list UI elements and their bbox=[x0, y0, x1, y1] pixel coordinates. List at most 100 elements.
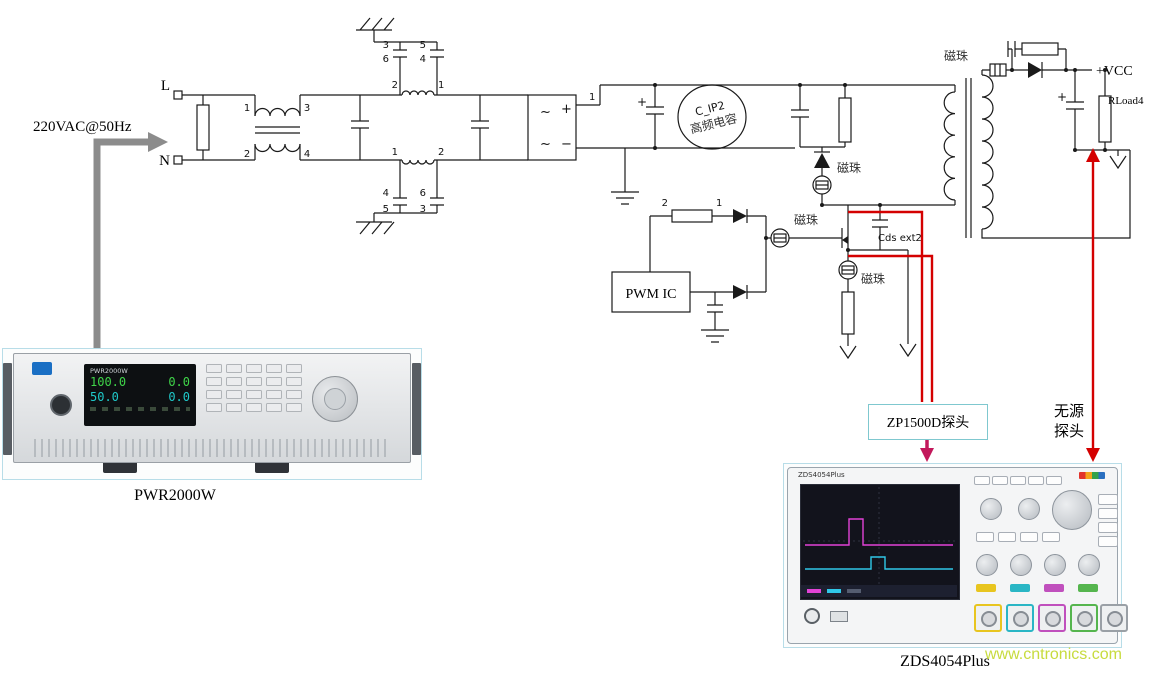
pin: 1 bbox=[392, 147, 398, 158]
scope-usb-port bbox=[830, 611, 848, 622]
scope-button bbox=[1020, 532, 1038, 542]
psu-photo: PWR2000W 100.0 0.0 50.0 0.0 bbox=[2, 348, 422, 480]
rload-label: RLoad4 bbox=[1108, 95, 1144, 107]
bridge-ac-symbol: ~ bbox=[540, 105, 551, 120]
source-network: 磁珠 bbox=[838, 249, 917, 360]
scope-ch1-button bbox=[976, 584, 996, 592]
psu-key bbox=[266, 364, 282, 373]
bead-label: 磁珠 bbox=[837, 160, 861, 175]
transformer bbox=[943, 69, 1131, 239]
x-cap-1 bbox=[351, 95, 369, 160]
psu-key bbox=[266, 403, 282, 412]
psu-handle-right bbox=[412, 363, 421, 455]
zp1500d-label-box: ZP1500D探头 bbox=[868, 404, 988, 440]
psu-key bbox=[206, 403, 222, 412]
psu-key bbox=[246, 403, 262, 412]
main-mosfet: Cds ext2 bbox=[841, 205, 922, 261]
psu-key bbox=[286, 390, 302, 399]
pin: 2 bbox=[392, 80, 398, 91]
psu-voltage-readout: 100.0 bbox=[90, 375, 127, 389]
scope-front-panel: ZDS4054Plus bbox=[787, 467, 1128, 644]
psu-key bbox=[226, 390, 242, 399]
pin: 2 bbox=[662, 198, 668, 209]
ac-source-arrow bbox=[93, 132, 168, 370]
probe-to-scope-arrow bbox=[920, 438, 934, 462]
scope-channel-knob bbox=[976, 554, 998, 576]
pin: 5 bbox=[383, 204, 389, 215]
psu-key bbox=[226, 403, 242, 412]
psu-foot bbox=[103, 463, 137, 473]
psu-key bbox=[246, 364, 262, 373]
pin: 6 bbox=[383, 54, 389, 65]
psu-current-readout: 0.0 bbox=[168, 375, 190, 389]
scope-button bbox=[1098, 522, 1118, 533]
passive-probe-wire bbox=[1086, 148, 1100, 462]
scope-button bbox=[1010, 476, 1026, 485]
earth-ground-bridge bbox=[611, 191, 639, 205]
pin: 4 bbox=[304, 149, 310, 160]
psu-key bbox=[206, 377, 222, 386]
cap-plus-sign: + bbox=[1057, 90, 1067, 104]
clamp-network: 磁珠 bbox=[791, 85, 861, 205]
psu-key bbox=[266, 390, 282, 399]
psu-key bbox=[246, 377, 262, 386]
psu-vent-grille bbox=[34, 439, 390, 457]
scope-bnc-ext bbox=[1100, 604, 1128, 632]
scope-channel-knob bbox=[1010, 554, 1032, 576]
psu-handle-left bbox=[3, 363, 12, 455]
scope-button bbox=[1042, 532, 1060, 542]
zp1500d-probe-wires bbox=[848, 210, 934, 402]
scope-button bbox=[992, 476, 1008, 485]
bridge-ac-symbol: ~ bbox=[540, 137, 551, 152]
pin: 1 bbox=[244, 103, 250, 114]
psu-key bbox=[286, 364, 302, 373]
gate-diode bbox=[733, 209, 747, 223]
output-bead bbox=[989, 63, 1007, 77]
pulldown-diode bbox=[733, 285, 747, 299]
psu-foot bbox=[255, 463, 289, 473]
scope-bnc-ch1 bbox=[974, 604, 1002, 632]
ac-source-label: 220VAC@50Hz bbox=[33, 119, 132, 135]
scope-logo bbox=[1079, 472, 1105, 479]
vcc-label: +VCC bbox=[1096, 64, 1133, 79]
scope-bnc-ch3 bbox=[1038, 604, 1066, 632]
bead-label: 磁珠 bbox=[944, 48, 968, 63]
pin: 3 bbox=[304, 103, 310, 114]
pwm-ic-label: PWM IC bbox=[626, 287, 677, 302]
scope-channel-knob bbox=[1044, 554, 1066, 576]
psu-key bbox=[226, 377, 242, 386]
passive-probe-label: 无源 探头 bbox=[1046, 402, 1092, 442]
psu-key bbox=[226, 364, 242, 373]
output-network: 磁珠 +VCC + RLoad4 bbox=[944, 41, 1144, 170]
scope-knob bbox=[1018, 498, 1040, 520]
scope-main-knob bbox=[1052, 490, 1092, 530]
psu-display-ticks bbox=[90, 407, 190, 411]
scope-button bbox=[974, 476, 990, 485]
pin: 6 bbox=[420, 188, 426, 199]
scope-channel-knob bbox=[1078, 554, 1100, 576]
scope-model-text: ZDS4054Plus bbox=[798, 471, 845, 479]
filter-inductor-bottom: 1 2 bbox=[392, 147, 444, 165]
neutral-label: N bbox=[159, 153, 170, 169]
psu-model-text: PWR2000W bbox=[90, 367, 128, 375]
scope-ch4-button bbox=[1078, 584, 1098, 592]
psu-freq-readout: 50.0 bbox=[90, 390, 119, 404]
gate-drive: 2 1 磁珠 bbox=[649, 198, 842, 343]
scope-knob bbox=[980, 498, 1002, 520]
psu-caption: PWR2000W bbox=[134, 487, 216, 504]
psu-power-readout: 0.0 bbox=[168, 390, 190, 404]
scope-bnc-ch4 bbox=[1070, 604, 1098, 632]
psu-key bbox=[206, 364, 222, 373]
pin: 4 bbox=[420, 54, 426, 65]
scope-button bbox=[998, 532, 1016, 542]
scope-button bbox=[976, 532, 994, 542]
sense-resistor bbox=[841, 291, 855, 335]
scope-ch3-button bbox=[1044, 584, 1064, 592]
pin: 1 bbox=[589, 92, 595, 103]
cap-plus-sign: + bbox=[637, 95, 647, 109]
bulk-capacitor: + bbox=[637, 85, 664, 148]
psu-power-button bbox=[50, 394, 72, 416]
scope-button bbox=[1098, 494, 1118, 505]
scope-screen bbox=[800, 484, 960, 600]
